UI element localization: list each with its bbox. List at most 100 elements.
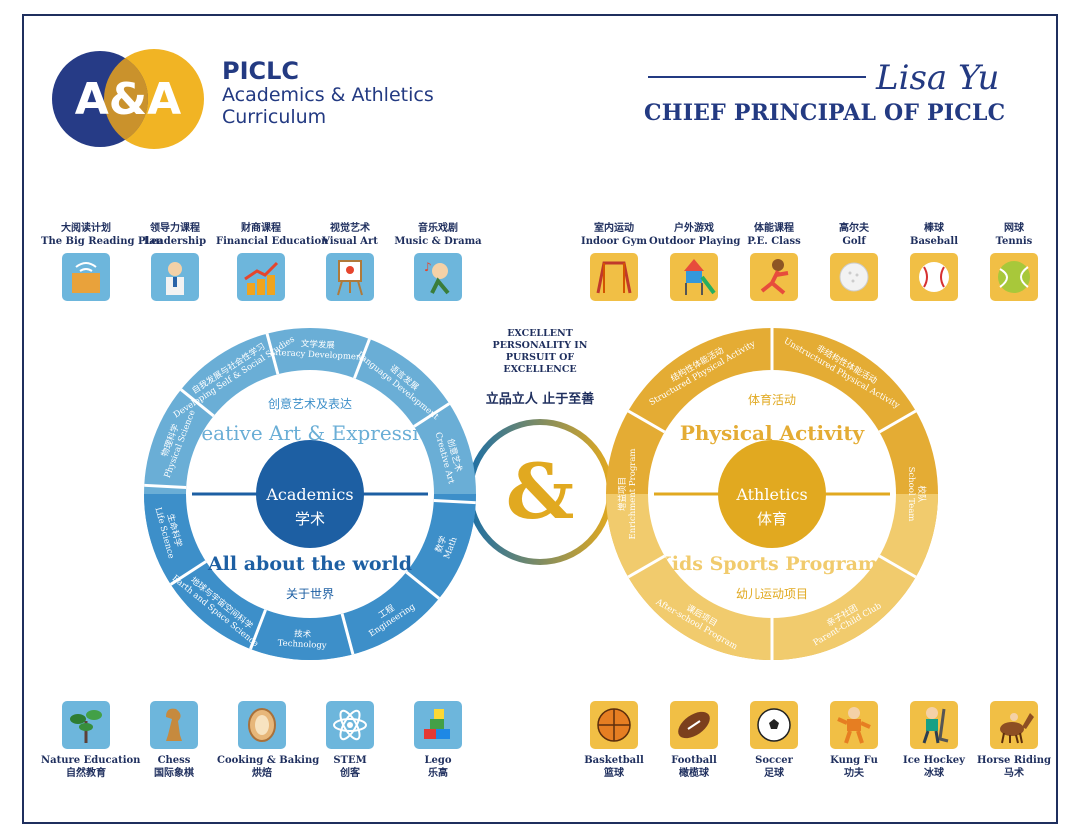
athletics-hub-cn: 体育 — [757, 510, 787, 528]
activity-en: Tennis — [995, 236, 1033, 247]
activity-item-music-drama: 音乐戏剧 Music & Drama ♪ — [393, 222, 483, 306]
activity-cn: 棒球 — [924, 223, 944, 234]
horse-icon — [990, 701, 1038, 749]
athletics-upper-en: Physical Activity — [680, 421, 866, 445]
activity-en: Cooking & Baking — [217, 755, 320, 766]
activity-en: Nature Education — [41, 755, 141, 766]
golf-ball-icon — [830, 253, 878, 301]
segment-label-en: School Team — [906, 467, 916, 522]
segment-separator — [413, 402, 451, 428]
activity-en: Leadership — [143, 236, 207, 247]
activity-en: STEM — [333, 755, 367, 766]
activity-cn: 体能课程 — [754, 223, 794, 234]
activity-cn: 创客 — [340, 768, 360, 779]
kungfu-icon — [830, 701, 878, 749]
segment-label-cn: 文学发展 — [301, 338, 336, 351]
basketball-icon — [590, 701, 638, 749]
academics-hub-en: Academics — [265, 485, 353, 504]
activity-cn: 马术 — [1004, 768, 1024, 779]
athletics-hub-en: Athletics — [735, 485, 807, 504]
activity-en: Lego — [424, 755, 452, 766]
finance-icon — [237, 253, 285, 301]
activity-item-indoor-gym: 室内运动 Indoor Gym — [569, 222, 659, 306]
activity-en: Horse Riding — [976, 755, 1052, 766]
baseball-icon — [910, 253, 958, 301]
logo-mark-text: A&A — [75, 74, 181, 125]
activity-item-kungfu: Kung Fu 功夫 — [809, 696, 899, 780]
tennis-ball-icon — [990, 253, 1038, 301]
activity-en: The Big Reading Plan — [41, 236, 164, 247]
activity-item-tennis: 网球 Tennis — [969, 222, 1059, 306]
segment-label-en: Enrichment Program — [628, 449, 638, 540]
segment-separator — [353, 338, 371, 379]
academics-hub-cn: 学术 — [295, 510, 325, 528]
activity-item-cooking: Cooking & Baking 烘焙 — [217, 696, 320, 780]
activity-en: Baseball — [910, 236, 958, 247]
segment-separator — [180, 388, 215, 418]
football-icon — [670, 701, 718, 749]
activity-item-outdoor-playing: 户外游戏 Outdoor Playing — [649, 222, 740, 306]
logo-text: PICLC Academics & Athletics Curriculum — [222, 58, 434, 128]
athletics-hub — [718, 440, 826, 548]
athletics-upper-cn: 体育活动 — [748, 392, 796, 407]
athletics-lower-en: Kids Sports Programs — [655, 553, 888, 575]
activity-cn: 网球 — [1004, 223, 1024, 234]
activity-item-leadership: 领导力课程 Leadership — [130, 222, 220, 306]
segment-label-cn: 校队 — [916, 485, 927, 503]
activity-cn: 高尔夫 — [839, 223, 869, 234]
svg-text:♪: ♪ — [424, 260, 432, 274]
hockey-icon — [910, 701, 958, 749]
activity-item-nature: Nature Education 自然教育 — [41, 696, 141, 780]
segment-separator — [627, 554, 666, 579]
activity-item-football: Football 橄榄球 — [649, 696, 739, 780]
playground-icon — [670, 253, 718, 301]
motto-en-4: EXCELLENCE — [503, 364, 577, 375]
activity-cn: 足球 — [764, 768, 784, 779]
motto: EXCELLENT PERSONALITY IN PURSUIT OF EXCE… — [480, 328, 600, 407]
activity-item-stem: STEM 创客 — [305, 696, 395, 780]
motto-cn: 立品立人 止于至善 — [485, 392, 595, 407]
activity-cn: 户外游戏 — [674, 223, 714, 234]
activity-item-chess: Chess 国际象棋 — [129, 696, 219, 780]
activity-cn: 音乐戏剧 — [418, 223, 458, 234]
activity-item-lego: Lego 乐高 — [393, 696, 483, 780]
activity-cn: 视觉艺术 — [330, 223, 370, 234]
motto-en-1: EXCELLENT — [507, 328, 573, 339]
segment-separator — [627, 409, 666, 434]
activity-cn: 国际象棋 — [154, 768, 194, 779]
plant-icon — [62, 701, 110, 749]
activity-en: Music & Drama — [394, 236, 482, 247]
activity-en: Football — [671, 755, 717, 766]
motto-en-3: PURSUIT OF — [505, 352, 575, 363]
gym-icon — [590, 253, 638, 301]
page-frame — [22, 14, 1058, 824]
activity-cn: 乐高 — [428, 768, 448, 779]
segment-separator — [144, 483, 187, 490]
chess-icon — [150, 701, 198, 749]
segment-separator — [433, 498, 476, 505]
activity-en: Chess — [157, 755, 191, 766]
activity-item-reading: 大阅读计划 The Big Reading Plan — [41, 222, 164, 306]
soccer-ball-icon — [750, 701, 798, 749]
activity-en: Kung Fu — [830, 755, 878, 766]
segment-label: 增益项目Enrichment Program — [617, 449, 638, 540]
org-subtitle-1: Academics & Athletics — [222, 84, 434, 106]
segment-label-en: Technology — [277, 639, 327, 652]
segment-separator — [249, 609, 267, 650]
activity-item-visual-art: 视觉艺术 Visual Art — [305, 222, 395, 306]
activity-cn: 领导力课程 — [150, 223, 200, 234]
cookie-icon — [238, 701, 286, 749]
music-icon: ♪ — [414, 253, 462, 301]
activity-item-soccer: Soccer 足球 — [729, 696, 819, 780]
activity-item-golf: 高尔夫 Golf — [809, 222, 899, 306]
signature-name: Lisa Yu — [876, 58, 1000, 98]
activity-en: Financial Education — [216, 236, 329, 247]
segment-label: 校队School Team — [906, 467, 927, 522]
segment-label-cn: 技术 — [294, 628, 312, 640]
activity-cn: 室内运动 — [594, 223, 634, 234]
academics-lower-en: All about the world — [207, 553, 412, 575]
exercise-icon — [750, 253, 798, 301]
leadership-icon — [151, 253, 199, 301]
signer-title: CHIEF PRINCIPAL OF PICLC — [644, 100, 1006, 126]
